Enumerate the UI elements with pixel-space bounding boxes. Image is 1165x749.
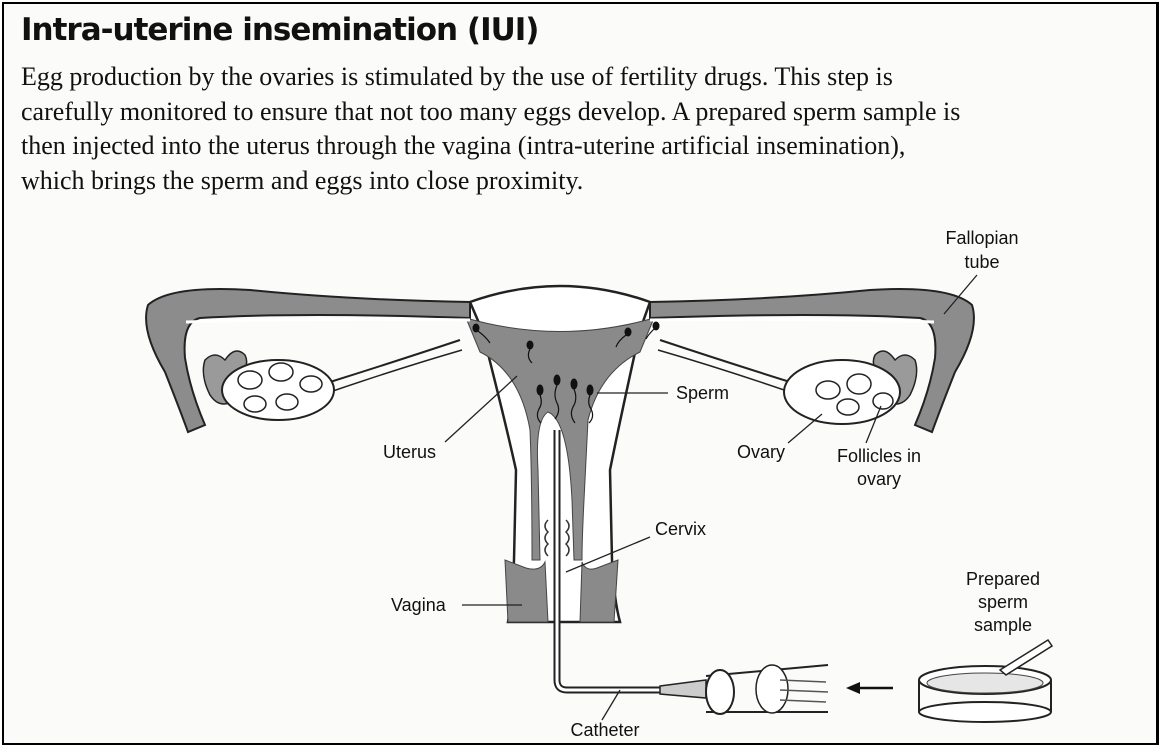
flow-arrow [846, 682, 893, 694]
label-follicles-2: ovary [857, 469, 901, 489]
label-cervix: Cervix [655, 519, 706, 539]
label-prepared-3: sample [974, 615, 1032, 635]
label-prepared-2: sperm [978, 592, 1028, 612]
label-fallopian-tube-1: Fallopian [945, 228, 1018, 248]
label-follicles-1: Follicles in [837, 446, 921, 466]
label-ovary: Ovary [737, 442, 785, 462]
label-uterus: Uterus [383, 442, 436, 462]
ovary-right [784, 360, 900, 424]
label-prepared-1: Prepared [966, 569, 1040, 589]
ovary-left [222, 360, 334, 420]
label-fallopian-tube-2: tube [964, 252, 999, 272]
sperm-sample-dish [919, 640, 1052, 722]
syringe [660, 665, 828, 714]
label-sperm: Sperm [676, 383, 729, 403]
label-vagina: Vagina [391, 595, 447, 615]
label-catheter: Catheter [570, 720, 639, 740]
